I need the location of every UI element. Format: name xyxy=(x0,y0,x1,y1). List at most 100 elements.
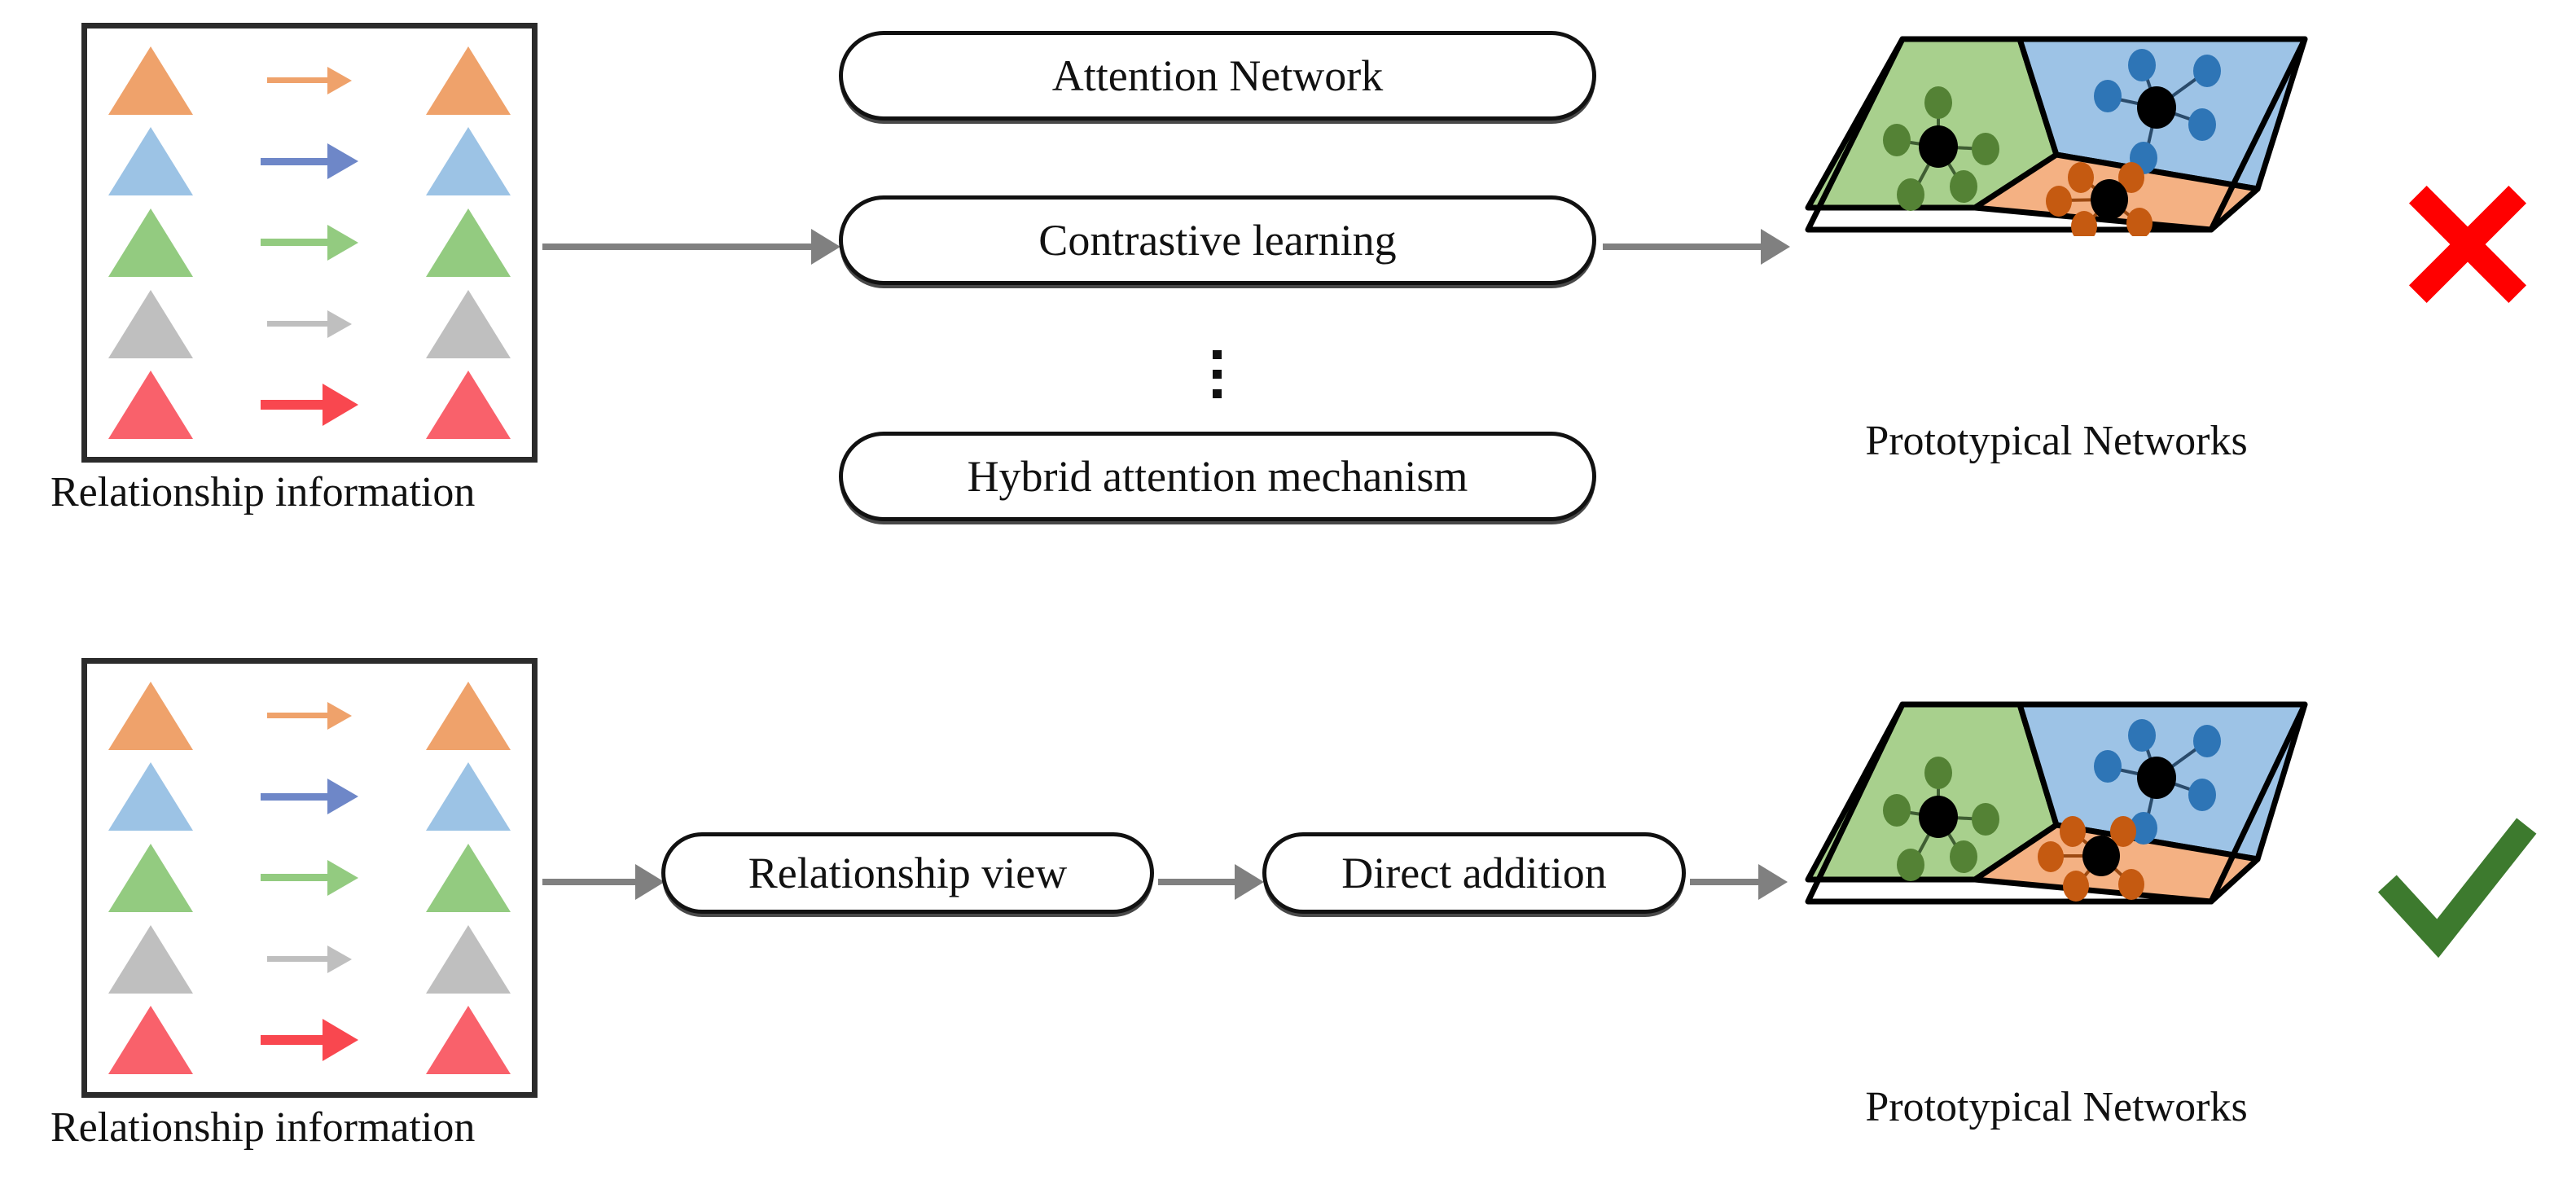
prototype-space-svg xyxy=(1805,36,2308,242)
relation-pair-row xyxy=(108,125,511,199)
method-box-relationship-view[interactable]: Relationship view xyxy=(661,832,1154,914)
source-triangle-icon xyxy=(108,208,193,277)
blue-node xyxy=(2128,719,2156,752)
method-list-ellipsis-icon xyxy=(1213,350,1222,398)
source-triangle-icon xyxy=(108,1006,193,1075)
blue-node xyxy=(2193,55,2221,87)
relationship-information-caption-top: Relationship information xyxy=(50,469,476,516)
connector-panel-to-methods-top xyxy=(542,229,840,265)
orange-node xyxy=(2038,841,2064,872)
target-triangle-icon xyxy=(426,371,511,440)
green-cluster xyxy=(1883,86,1999,211)
green-node xyxy=(1883,794,1911,827)
relation-arrow-icon xyxy=(267,66,352,94)
blue-node xyxy=(2128,49,2156,81)
connector-methods-to-prototypes-top xyxy=(1603,229,1790,265)
relation-pair-row xyxy=(108,44,511,117)
method-box-attention-network[interactable]: Attention Network xyxy=(839,31,1596,121)
orange-node xyxy=(2118,869,2144,900)
orange-cluster xyxy=(2046,162,2153,242)
relationship-information-panel-top xyxy=(81,23,538,463)
green-prototype-hub xyxy=(1919,796,1958,838)
blue-node xyxy=(2094,750,2122,783)
source-triangle-icon xyxy=(108,127,193,196)
source-triangle-icon xyxy=(108,46,193,115)
target-triangle-icon xyxy=(426,46,511,115)
orange-node xyxy=(2126,208,2153,239)
relation-arrow-icon xyxy=(267,701,352,730)
cross-icon-svg xyxy=(2408,185,2527,304)
target-triangle-icon xyxy=(426,127,511,196)
orange-cluster xyxy=(2038,816,2144,902)
green-prototype-hub xyxy=(1919,125,1958,168)
target-triangle-icon xyxy=(426,762,511,831)
relation-arrow-icon xyxy=(261,224,358,261)
relation-arrow-icon xyxy=(261,143,358,180)
prototypical-networks-diagram-bottom xyxy=(1775,696,2337,908)
blue-node xyxy=(2188,108,2216,141)
green-node xyxy=(1924,757,1952,789)
green-node xyxy=(1950,170,1977,203)
orange-node xyxy=(2071,211,2097,242)
relation-pair-row xyxy=(108,1003,511,1077)
target-triangle-icon xyxy=(426,924,511,994)
target-triangle-icon xyxy=(426,681,511,750)
blue-prototype-hub xyxy=(2137,757,2176,799)
method-box-hybrid-attention-mechanism[interactable]: Hybrid attention mechanism xyxy=(839,432,1596,521)
target-triangle-icon xyxy=(426,289,511,358)
blue-prototype-hub xyxy=(2137,86,2176,129)
source-triangle-icon xyxy=(108,371,193,440)
source-triangle-icon xyxy=(108,289,193,358)
target-triangle-icon xyxy=(426,843,511,912)
blue-cluster xyxy=(2094,49,2221,174)
prototype-space-outline xyxy=(1805,36,2308,233)
relation-pair-row xyxy=(108,923,511,996)
orange-node xyxy=(2063,871,2089,902)
green-node xyxy=(1950,840,1977,873)
relationship-information-caption-bottom: Relationship information xyxy=(50,1104,476,1151)
relation-pair-row xyxy=(108,841,511,915)
prototypical-networks-caption-top: Prototypical Networks xyxy=(1865,418,2248,464)
relation-arrow-icon xyxy=(267,309,352,338)
target-triangle-icon xyxy=(426,1006,511,1075)
blue-node xyxy=(2094,80,2122,112)
method-box-contrastive-learning[interactable]: Contrastive learning xyxy=(839,195,1596,285)
relationship-information-panel-bottom xyxy=(81,658,538,1098)
orange-node xyxy=(2118,162,2144,193)
source-triangle-icon xyxy=(108,924,193,994)
relation-arrow-icon xyxy=(267,945,352,973)
connector-direct-addition-to-prototypes xyxy=(1690,864,1788,900)
green-node xyxy=(1924,86,1952,119)
green-node xyxy=(1883,124,1911,156)
relation-pair-row xyxy=(108,761,511,834)
source-triangle-icon xyxy=(108,681,193,750)
blue-node xyxy=(2188,779,2216,811)
green-node xyxy=(1897,849,1924,881)
blue-node xyxy=(2193,725,2221,757)
relation-arrow-icon xyxy=(261,384,358,427)
relation-arrow-icon xyxy=(261,779,358,815)
source-triangle-icon xyxy=(108,843,193,912)
prototype-space-svg xyxy=(1805,701,2308,905)
green-node xyxy=(1972,803,1999,836)
orange-node xyxy=(2046,186,2072,217)
prototypical-networks-caption-bottom: Prototypical Networks xyxy=(1865,1084,2248,1130)
blue-node xyxy=(2130,812,2157,845)
orange-node xyxy=(2110,816,2136,847)
green-cluster xyxy=(1883,757,1999,881)
relation-pair-row xyxy=(108,679,511,752)
blue-cluster xyxy=(2094,719,2221,845)
prototypical-networks-diagram-top xyxy=(1775,33,2337,242)
check-icon xyxy=(2366,802,2545,965)
orange-prototype-hub xyxy=(2091,179,2128,220)
target-triangle-icon xyxy=(426,208,511,277)
connector-relationship-view-to-direct-addition xyxy=(1158,864,1264,900)
relation-arrow-icon xyxy=(261,859,358,896)
orange-node xyxy=(2060,816,2086,847)
method-box-direct-addition[interactable]: Direct addition xyxy=(1262,832,1686,914)
prototype-space-outline xyxy=(1805,701,2308,905)
green-node xyxy=(1897,178,1924,211)
check-icon-svg xyxy=(2377,818,2537,959)
relation-pair-row xyxy=(108,206,511,279)
